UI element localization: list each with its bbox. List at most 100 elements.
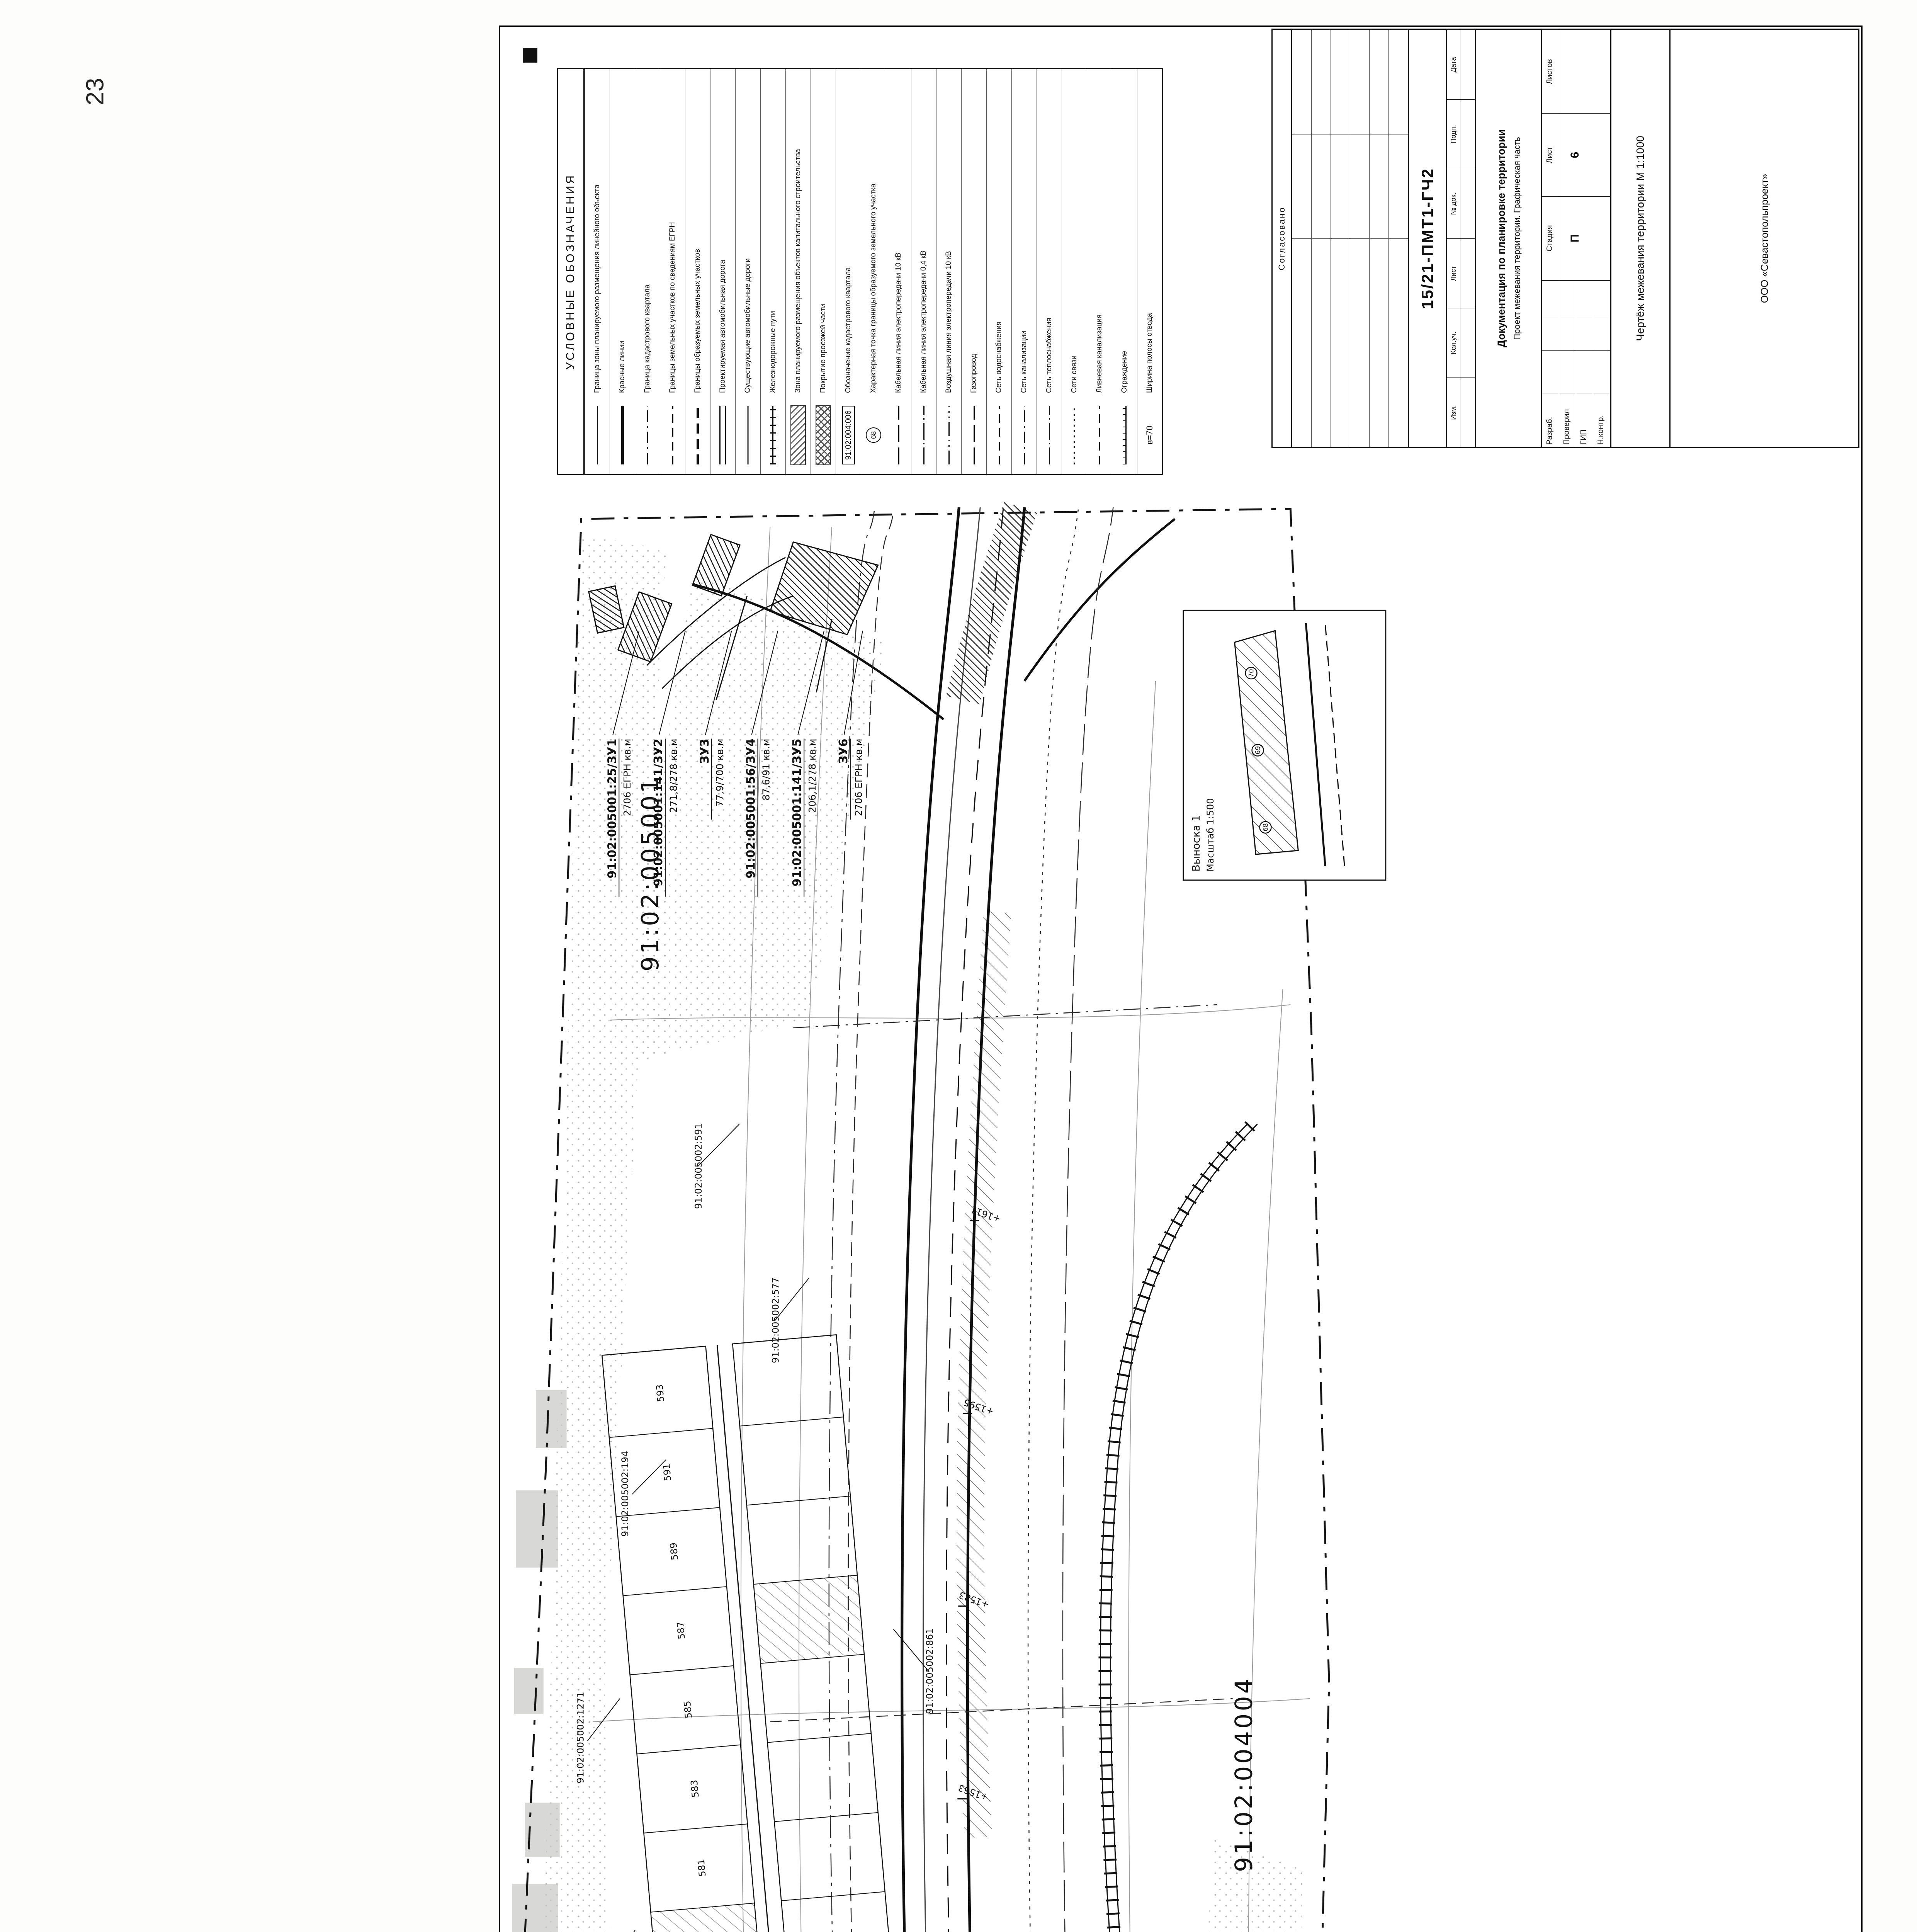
svg-text:581: 581	[696, 1859, 708, 1877]
organization: ООО «Севастопольпроект»	[1758, 173, 1770, 303]
approval-cell	[1350, 238, 1369, 447]
revision-cell	[1460, 99, 1475, 169]
legend-symbol	[1123, 401, 1127, 469]
revision-cell	[1460, 169, 1475, 238]
legend-row: Кабельная линия электропередачи 10 кВ	[886, 69, 911, 474]
legend-row: 68 Характерная точка границы образуемого…	[861, 69, 886, 474]
legend-symbol	[621, 401, 624, 469]
legend-symbol	[697, 401, 699, 469]
approval-cell	[1350, 134, 1369, 238]
legend-row: Существующие автомобильные дороги	[735, 69, 760, 474]
legend-label: Зона планируемого размещения объектов ка…	[794, 149, 802, 393]
legend-row: Граница зоны планируемого размещения лин…	[585, 69, 610, 474]
svg-text:Выноска 1: Выноска 1	[1190, 815, 1202, 872]
project-line1: Документация по планировке территории	[1495, 129, 1507, 348]
legend-row: в=70 Ширина полосы отвода	[1137, 69, 1162, 474]
approval-cell	[1292, 30, 1311, 134]
legend-label: Ширина полосы отвода	[1145, 313, 1154, 393]
svg-text:91:02:005001:25/ЗУ1: 91:02:005001:25/ЗУ1	[605, 739, 619, 879]
lot-numbers: 571 573 575 577 579 581 583 585 587 589 …	[654, 1384, 708, 1877]
role-cell	[1542, 350, 1559, 393]
approval-cell	[1369, 30, 1388, 134]
approval-cell	[1331, 238, 1350, 447]
legend-symbol	[923, 401, 925, 469]
role-cell	[1576, 316, 1593, 350]
legend-symbol	[647, 401, 648, 469]
legend-symbol	[672, 401, 673, 469]
svg-text:91:02:005002:577: 91:02:005002:577	[770, 1277, 781, 1363]
legend-row: Красные линии	[610, 69, 635, 474]
role-cell	[1593, 350, 1610, 393]
legend-label: Существующие автомобильные дороги	[744, 258, 752, 393]
legend-row: Воздушная линия электропередачи 10 кВ	[936, 69, 961, 474]
title-block: Согласовано 15/21-ПМТ1-ГЧ2 Изм. Кол.уч. …	[1271, 29, 1859, 448]
legend-label: Сети связи	[1070, 355, 1079, 393]
legend-symbol	[1099, 401, 1100, 469]
legend-row: Ливневая канализация	[1087, 69, 1112, 474]
interchange-cluster	[588, 534, 879, 701]
revision-cell	[1460, 308, 1475, 378]
svg-text:77,9/700 кв.м: 77,9/700 кв.м	[714, 739, 726, 807]
approval-cell	[1388, 134, 1408, 238]
legend-row: Газопровод	[961, 69, 986, 474]
main-road	[693, 502, 1176, 1932]
legend-symbol: 91:02:004:006	[842, 401, 855, 469]
svg-text:91:02:005001:141/ЗУ5: 91:02:005001:141/ЗУ5	[790, 739, 804, 887]
role-cell	[1576, 281, 1593, 316]
legend-label: Кабельная линия электропередачи 0,4 кВ	[919, 250, 928, 393]
revision-col: Изм.	[1447, 378, 1460, 447]
role-label: Проверил	[1559, 393, 1576, 447]
approval-table	[1292, 30, 1409, 447]
legend: УСЛОВНЫЕ ОБОЗНАЧЕНИЯ Граница зоны планир…	[557, 68, 1163, 475]
approval-cell	[1369, 238, 1388, 447]
cadastral-quarter-labels: 91:02:005001 91:02:005002 91:02:004004	[636, 776, 1258, 1872]
role-row: Разраб.	[1542, 281, 1559, 447]
parcel-grid: 571 573 575 577 579 581 583 585 587 589 …	[601, 1334, 920, 1932]
revision-cell	[1460, 238, 1475, 308]
legend-row: Сеть канализации	[1011, 69, 1037, 474]
legend-label: Ливневая канализация	[1095, 314, 1104, 393]
svg-text:69: 69	[1254, 746, 1262, 755]
svg-text:68: 68	[1261, 823, 1269, 832]
project-line2: Проект межевания территории. Графическая…	[1512, 137, 1522, 340]
legend-symbol	[898, 401, 899, 469]
legend-label: Границы земельных участков по сведениям …	[668, 222, 677, 393]
sheets-count	[1559, 30, 1610, 113]
legend-row: Кабельная линия электропередачи 0,4 кВ	[911, 69, 936, 474]
role-cell	[1576, 350, 1593, 393]
approval-cell	[1311, 30, 1331, 134]
document-code: 15/21-ПМТ1-ГЧ2	[1409, 30, 1447, 447]
svg-text:593: 593	[654, 1384, 666, 1402]
legend-row: Проектируемая автомобильная дорога	[710, 69, 735, 474]
legend-symbol	[998, 401, 1000, 469]
role-cell	[1542, 281, 1559, 316]
legend-symbol	[1049, 401, 1050, 469]
legend-symbol	[1023, 401, 1025, 469]
legend-label: Покрытие проезжей части	[819, 304, 828, 393]
role-label: ГИП	[1576, 393, 1593, 447]
svg-text:70: 70	[1247, 669, 1255, 677]
utility-lines	[770, 507, 1233, 1932]
legend-row: Зона планируемого размещения объектов ка…	[785, 69, 811, 474]
legend-symbol	[948, 401, 950, 469]
revision-col: Подп.	[1447, 99, 1460, 169]
legend-row: Покрытие проезжей части	[811, 69, 836, 474]
svg-text:2706 ЕГРН кв.м: 2706 ЕГРН кв.м	[622, 739, 633, 816]
revision-cell	[1460, 30, 1475, 99]
legend-symbol	[1074, 401, 1075, 469]
approval-cell	[1292, 134, 1311, 238]
approval-cell	[1369, 134, 1388, 238]
role-cell	[1593, 281, 1610, 316]
legend-symbol	[973, 401, 975, 469]
svg-text:91:02:005002:591: 91:02:005002:591	[693, 1123, 704, 1209]
legend-label: Граница кадастрового квартала	[643, 284, 652, 393]
stamp-middle: Разраб. Проверил ГИП Н.контр.	[1542, 30, 1611, 447]
legend-label: Железнодорожные пути	[769, 311, 777, 393]
role-cell	[1559, 350, 1576, 393]
svg-text:91:02:005001:56/ЗУ4: 91:02:005001:56/ЗУ4	[744, 739, 758, 879]
project-name: Документация по планировке территории Пр…	[1476, 30, 1542, 447]
legend-row: 91:02:004:006 Обозначение кадастрового к…	[836, 69, 861, 474]
role-cell	[1593, 316, 1610, 350]
legend-row: Сеть теплоснабжения	[1037, 69, 1062, 474]
revision-col: Лист	[1447, 238, 1460, 308]
